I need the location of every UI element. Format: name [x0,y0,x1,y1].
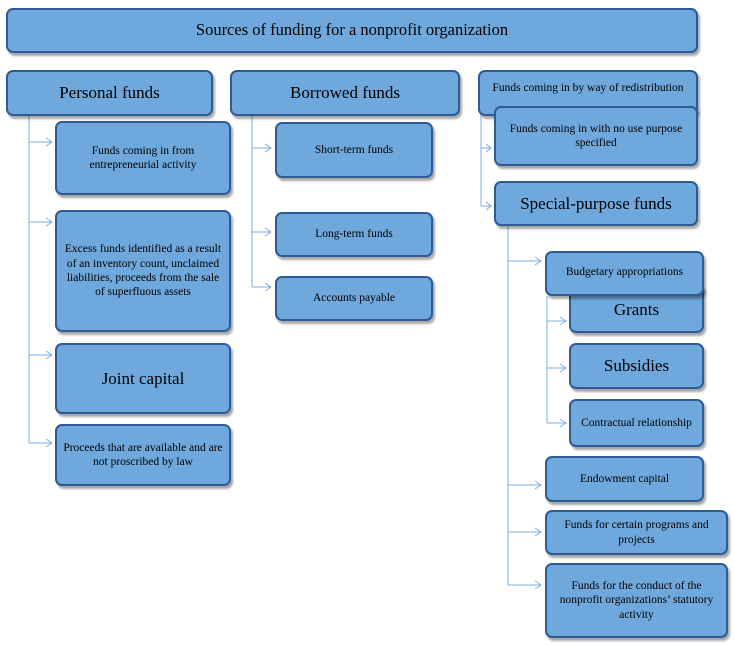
budgetary-appropriations-header: Budgetary appropriations [545,251,704,296]
borrowed-item-long-term: Long-term funds [275,212,433,257]
personal-item-excess-funds: Excess funds identified as a result of a… [55,210,231,332]
personal-item-proceeds: Proceeds that are available and are not … [55,424,231,486]
personal-item-joint-capital: Joint capital [55,343,231,414]
redistribution-no-use-purpose: Funds coming in with no use purpose spec… [494,106,698,166]
special-item-endowment-capital: Endowment capital [545,456,704,502]
special-item-statutory-activity: Funds for the conduct of the nonprofit o… [545,563,728,638]
special-purpose-funds-header: Special-purpose funds [494,181,698,226]
special-item-programs-projects: Funds for certain programs and projects [545,510,728,555]
borrowed-item-accounts-payable: Accounts payable [275,276,433,321]
personal-funds-header: Personal funds [6,70,213,116]
diagram-title: Sources of funding for a nonprofit organ… [6,8,698,53]
borrowed-funds-header: Borrowed funds [230,70,460,116]
borrowed-item-short-term: Short-term funds [275,122,433,178]
personal-item-entrepreneurial: Funds coming in from entrepreneurial act… [55,121,231,195]
budgetary-item-subsidies: Subsidies [569,343,704,389]
budgetary-item-contractual: Contractual relationship [569,399,704,447]
